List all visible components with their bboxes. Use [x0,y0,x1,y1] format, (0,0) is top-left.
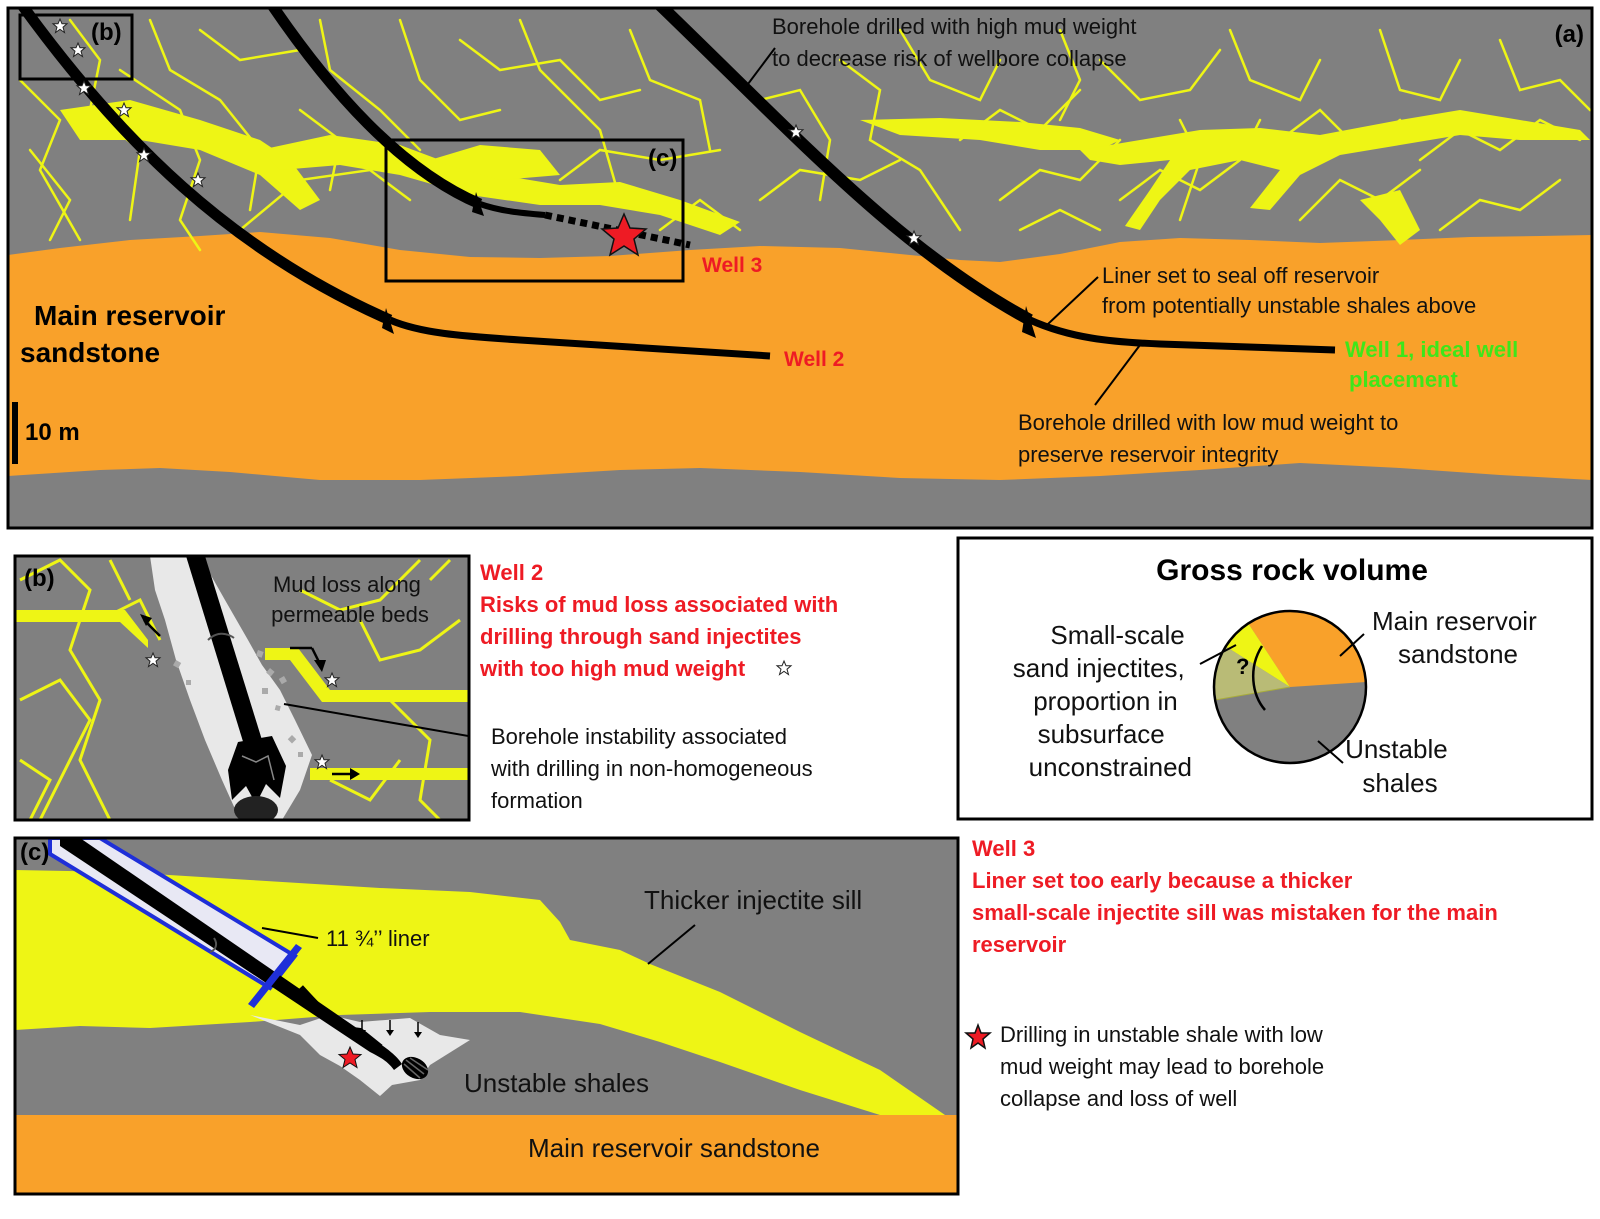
scale-label: 10 m [25,419,80,446]
callout-lines [744,47,1141,406]
red-star-icon [600,212,648,257]
gross-rock-volume-pie [1212,609,1368,765]
panel-a-tag: (a) [1555,21,1584,48]
liner-note: Liner set to seal off reservoir from pot… [1102,263,1476,318]
inset-c-box [384,138,685,283]
arrow-icon [140,614,360,780]
instability-label: Borehole instability associated with dri… [490,724,819,813]
gross-rock-volume-title: Gross rock volume [1156,554,1428,587]
pie-callouts [1199,633,1365,764]
well-1-label: Well 1, ideal well placement [1345,337,1524,392]
panel-b-injectites [19,558,461,820]
well-1-path [655,8,1336,354]
pie-reservoir-label: Main reservoir sandstone [1372,606,1544,669]
liner-shoe-well-2 [382,308,394,334]
panel-b-frame [13,554,471,822]
unstable-shales-label: Unstable shales [464,1068,649,1098]
pie-shales-label: Unstable shales [1345,734,1455,798]
well-2-caption: Well 2 Risks of mud loss associated with… [479,560,844,681]
inset-c-tag: (c) [648,145,677,172]
panel-a-frame [6,6,1594,530]
panel-c-drill-string [60,838,402,1070]
well-2-path [17,8,771,360]
mud-loss-label: Mud loss along permeable beds [271,572,429,627]
well-3-label: Well 3 [702,254,762,277]
panel-c-frame [13,836,960,1196]
drill-bit-icon [401,1056,429,1080]
high-mud-weight-note: Borehole drilled with high mud weight to… [772,14,1143,71]
panel-b-permeable-beds [15,610,469,780]
liner-shoe-well-3 [472,192,484,216]
injectite-network [18,18,1592,252]
drill-string [186,556,262,748]
panel-c-sandstone [15,1115,958,1194]
cuttings [173,650,303,757]
panel-c-callouts [261,924,696,965]
panel-c-tag: (c) [20,839,49,866]
panel-a [8,8,1592,528]
panel-c [15,838,958,1194]
liner-label: 11 ¾’’ liner [326,926,430,951]
unknown-proportion-mark: ? [1236,654,1249,679]
main-reservoir-sandstone [8,232,1592,480]
red-star-icon [337,1045,363,1069]
rotation-arrow [207,632,235,641]
pie-unconstrained [1213,646,1290,700]
pie-sandstone [1248,610,1366,687]
low-mud-weight-note: Borehole drilled with low mud weight to … [1018,410,1404,467]
instability-callout [283,703,469,738]
sill-label: Thicker injectite sill [644,885,862,915]
inset-b-tag: (b) [91,19,122,46]
inset-b-box [18,13,134,81]
liner-shoe [248,944,302,1008]
panel-c-reservoir-label: Main reservoir sandstone [528,1133,820,1163]
down-arrow-heads [358,1030,422,1038]
panel-b-tag: (b) [24,565,55,592]
red-star-icon [963,1022,993,1050]
arrow-icon [361,1020,419,1032]
injectites-label: Small-scale sand injectites, proportion … [1013,620,1192,782]
panel-b [15,556,469,820]
drill-bit-icon [228,736,286,820]
main-reservoir-label: Main reservoir sandstone [20,300,233,368]
well-3-caption: Well 3 Liner set too early because a thi… [972,836,1504,957]
liner-shoe-well-1 [1022,306,1036,338]
collapse-note: Drilling in unstable shale with low mud … [1000,1022,1330,1111]
scale-bar [12,402,18,464]
star-icon [776,660,792,675]
well-2-label: Well 2 [784,348,844,371]
